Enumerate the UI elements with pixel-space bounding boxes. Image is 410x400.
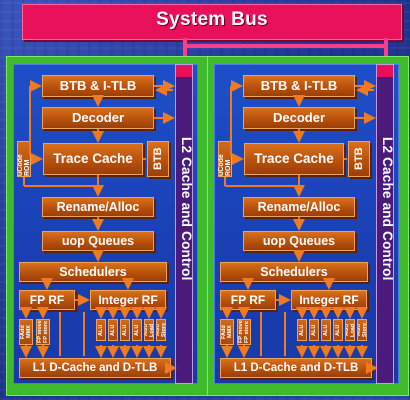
schedulers-block: Schedulers — [19, 262, 167, 282]
int-unit-alu: ALU — [321, 319, 331, 341]
fp-unit-fmul: FMul FAdd MMX SSE — [220, 319, 234, 345]
l2-label-right: L2 Cache and Control — [380, 137, 395, 281]
l2-bus-port-left — [176, 65, 192, 77]
ucode-rom-label: uCode ROM — [218, 154, 232, 176]
ucode-rom-block: uCode ROM — [17, 141, 31, 177]
fp-unit-fmove-label: FP move FP store — [238, 320, 250, 344]
int-unit-alu: ALU — [309, 319, 319, 341]
alu-label: ALU — [98, 324, 104, 336]
fp-unit-fmul-label: FMul FAdd MMX SSE — [20, 325, 32, 339]
alu-label: ALU — [110, 324, 116, 336]
uop-queues-block: uop Queues — [42, 231, 154, 251]
agu-load-label: AGU Load — [345, 323, 355, 337]
agu-store-label: AGU Store — [156, 322, 166, 338]
integer-rf-block: Integer RF — [90, 290, 166, 310]
int-unit-agu-store: AGU Store — [357, 319, 367, 341]
alu-label: ALU — [311, 324, 317, 336]
int-unit-alu: ALU — [108, 319, 118, 341]
alu-label: ALU — [335, 324, 341, 336]
int-unit-agu-load: AGU Load — [144, 319, 154, 341]
l2-cache-left: L2 Cache and Control — [175, 64, 194, 384]
decoder-block: Decoder — [243, 107, 355, 129]
agu-store-label: AGU Store — [357, 322, 367, 338]
l2-bus-port-right — [377, 65, 393, 77]
system-bus: System Bus — [22, 4, 402, 40]
bus-link-right-drop — [384, 38, 388, 66]
uop-queues-block: uop Queues — [243, 231, 355, 251]
l1-dcache-block: L1 D-Cache and D-TLB — [220, 358, 372, 378]
btb-itlb-block: BTB & I-TLB — [243, 75, 355, 97]
l2-cache-right: L2 Cache and Control — [376, 64, 395, 384]
ucode-rom-label: uCode ROM — [17, 154, 31, 176]
btb-block: BTB — [348, 141, 370, 177]
fp-unit-fmul: FMul FAdd MMX SSE — [19, 319, 33, 345]
fp-rf-block: FP RF — [19, 290, 75, 310]
alu-label: ALU — [323, 324, 329, 336]
trace-cache-block: Trace Cache — [43, 143, 143, 175]
fp-rf-block: FP RF — [220, 290, 276, 310]
int-unit-alu: ALU — [120, 319, 130, 341]
decoder-block: Decoder — [42, 107, 154, 129]
ucode-rom-block: uCode ROM — [218, 141, 232, 177]
agu-load-label: AGU Load — [144, 323, 154, 337]
fp-unit-fmove-label: FP move FP store — [37, 320, 49, 344]
alu-label: ALU — [299, 324, 305, 336]
btb-label: BTB — [152, 147, 164, 171]
rename-alloc-block: Rename/Alloc — [243, 197, 355, 217]
btb-block: BTB — [147, 141, 169, 177]
alu-label: ALU — [134, 324, 140, 336]
fp-unit-fmove: FP move FP store — [36, 319, 50, 345]
int-unit-alu: ALU — [96, 319, 106, 341]
int-unit-alu: ALU — [297, 319, 307, 341]
fp-unit-fmul-label: FMul FAdd MMX SSE — [221, 325, 233, 339]
schedulers-block: Schedulers — [220, 262, 368, 282]
bus-link-left-vertical — [183, 38, 187, 66]
l2-label-left: L2 Cache and Control — [179, 137, 194, 281]
rename-alloc-block: Rename/Alloc — [42, 197, 154, 217]
int-unit-agu-load: AGU Load — [345, 319, 355, 341]
int-unit-alu: ALU — [132, 319, 142, 341]
alu-label: ALU — [122, 324, 128, 336]
btb-itlb-block: BTB & I-TLB — [42, 75, 154, 97]
fp-unit-fmove: FP move FP store — [237, 319, 251, 345]
btb-label: BTB — [353, 147, 365, 171]
trace-cache-block: Trace Cache — [244, 143, 344, 175]
int-unit-agu-store: AGU Store — [156, 319, 166, 341]
system-bus-label: System Bus — [156, 9, 268, 30]
l1-dcache-block: L1 D-Cache and D-TLB — [19, 358, 171, 378]
integer-rf-block: Integer RF — [291, 290, 367, 310]
int-unit-alu: ALU — [333, 319, 343, 341]
bus-link-horizontal — [183, 44, 388, 48]
